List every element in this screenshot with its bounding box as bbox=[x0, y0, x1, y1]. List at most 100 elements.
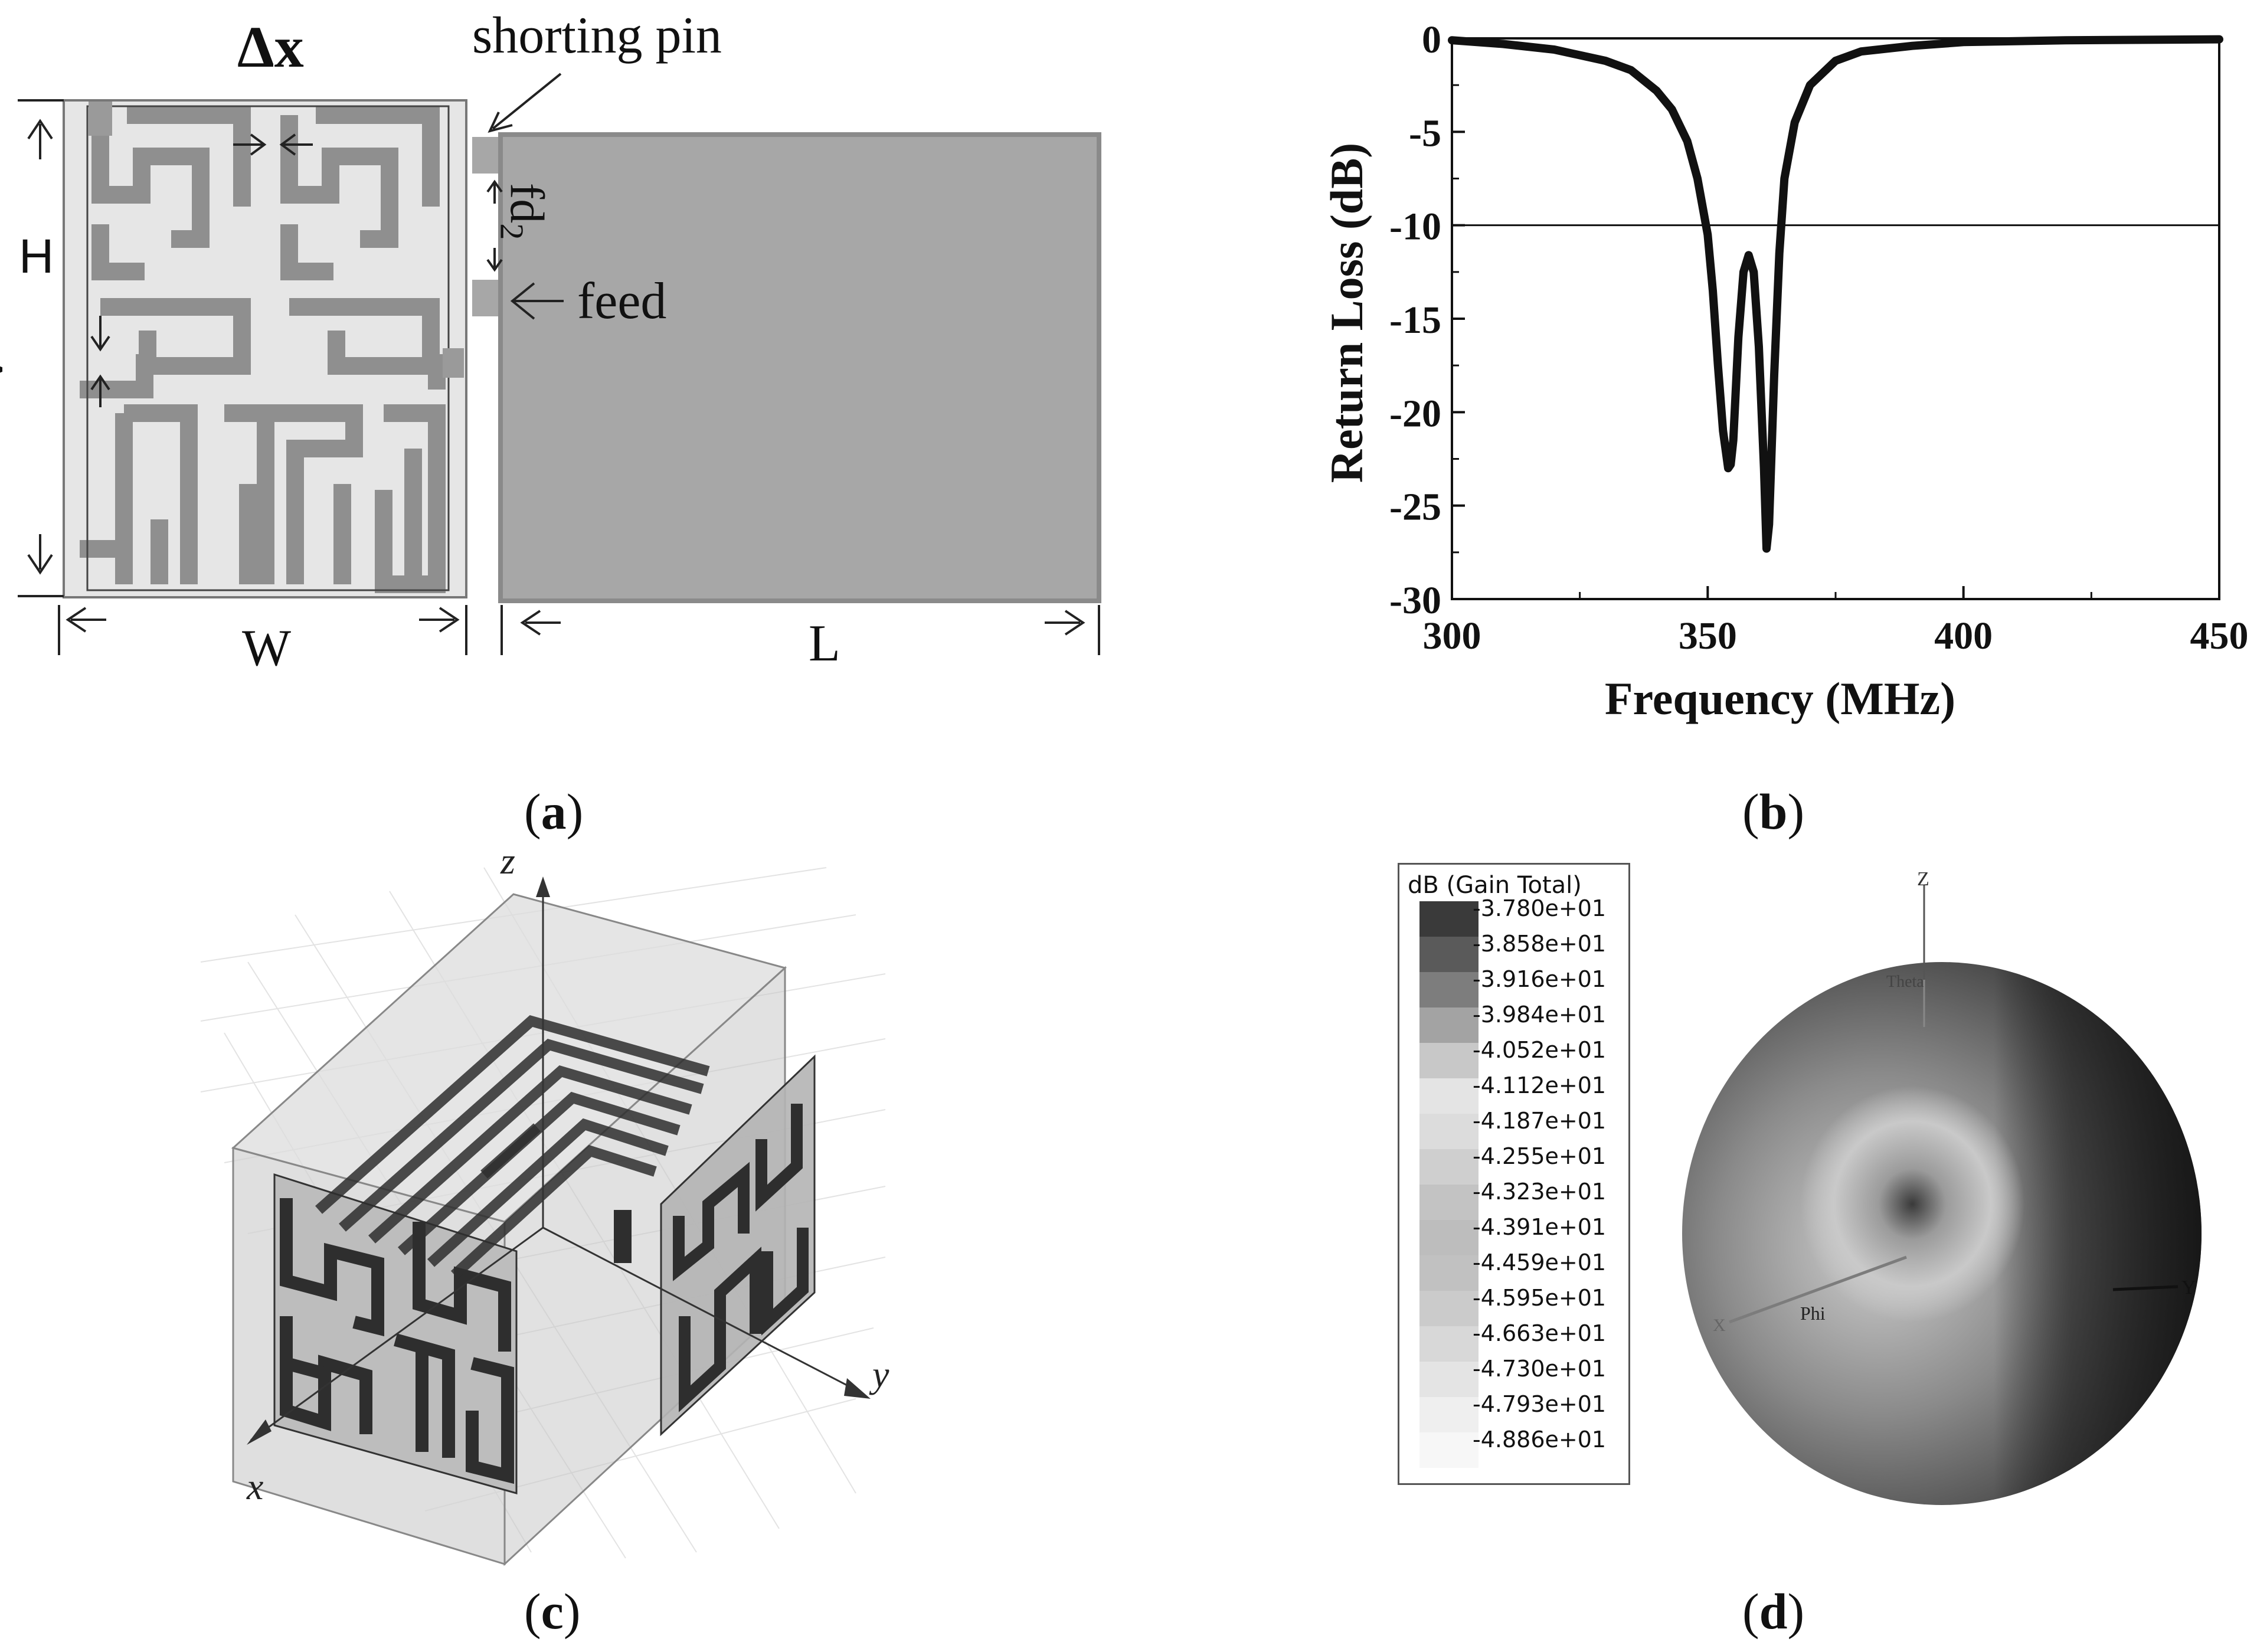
x-axis bbox=[250, 1226, 544, 1441]
panel-c-3d-antenna: z y x bbox=[200, 844, 889, 1566]
y-tick-label: -10 bbox=[1389, 205, 1441, 248]
right-arrow-icon bbox=[233, 133, 267, 156]
radiation-null-dimple bbox=[1800, 1086, 2024, 1322]
meander-lines bbox=[80, 106, 446, 593]
legend-value: -4.595e+01 bbox=[1473, 1285, 1607, 1311]
legend-value: -4.323e+01 bbox=[1473, 1179, 1607, 1205]
gain-legend: dB (Gain Total) -3.780e+01 -3.858e+01 -3.9… bbox=[1398, 863, 1630, 1485]
up-arrow-icon bbox=[90, 374, 110, 407]
feed-label: feed bbox=[577, 273, 667, 330]
left-arrow-icon bbox=[520, 610, 561, 636]
feed-stub bbox=[614, 1210, 632, 1263]
phi-label: Phi bbox=[1800, 1303, 1826, 1324]
y-tick-label: -30 bbox=[1389, 579, 1441, 622]
legend-value: -4.112e+01 bbox=[1473, 1072, 1607, 1098]
legend-value: -4.730e+01 bbox=[1473, 1356, 1607, 1382]
legend-value: -4.886e+01 bbox=[1473, 1427, 1607, 1453]
legend-swatch bbox=[1419, 1149, 1479, 1185]
delta-x-label: Δx bbox=[237, 14, 304, 80]
legend-value: -4.391e+01 bbox=[1473, 1214, 1607, 1240]
z-axis-label: z bbox=[500, 844, 515, 882]
top-meander-lines bbox=[315, 1015, 710, 1279]
legend-swatch bbox=[1419, 1185, 1479, 1220]
legend-value: -4.663e+01 bbox=[1473, 1320, 1607, 1346]
theta-label: Theta bbox=[1886, 973, 1924, 991]
panel-a-antenna-layout bbox=[18, 73, 1101, 655]
legend-value: -3.916e+01 bbox=[1473, 966, 1607, 992]
legend-swatch bbox=[1419, 1291, 1479, 1326]
up-arrow-icon bbox=[27, 119, 53, 159]
down-arrow-icon bbox=[27, 534, 53, 575]
legend-value: -3.984e+01 bbox=[1473, 1002, 1607, 1028]
legend-swatch bbox=[1419, 1114, 1479, 1149]
legend-value: -4.052e+01 bbox=[1473, 1037, 1607, 1063]
legend-swatch bbox=[1419, 1397, 1479, 1432]
legend-value: -4.793e+01 bbox=[1473, 1391, 1607, 1417]
width-label: W bbox=[242, 620, 292, 677]
left-arrow-icon bbox=[510, 282, 564, 320]
y-label: Y bbox=[2181, 1277, 2196, 1298]
legend-swatch bbox=[1419, 1220, 1479, 1255]
shorting-pin-pointer bbox=[488, 73, 562, 133]
return-loss-curve bbox=[1448, 35, 2223, 553]
caption-c: (c) bbox=[524, 1583, 581, 1640]
x-tick-label: 450 bbox=[2190, 614, 2249, 657]
legend-swatch bbox=[1419, 1432, 1479, 1468]
x-axis bbox=[1729, 1255, 1907, 1324]
y-axis-label: y bbox=[869, 1353, 889, 1395]
legend-value: -4.255e+01 bbox=[1473, 1143, 1607, 1169]
corner-block bbox=[443, 348, 464, 378]
x-axis-arrowhead bbox=[247, 1419, 272, 1445]
legend-swatch bbox=[1419, 937, 1479, 972]
x-tick-label: 400 bbox=[1934, 614, 1993, 657]
plot-frame bbox=[1451, 37, 2220, 600]
left-arrow-icon bbox=[66, 607, 106, 633]
caption-b: (b) bbox=[1742, 783, 1805, 840]
chart-xlabel: Frequency (MHz) bbox=[1605, 673, 1955, 724]
ground-plane bbox=[498, 132, 1101, 603]
y-axis-arrowhead bbox=[844, 1378, 871, 1399]
legend-title: dB (Gain Total) bbox=[1408, 872, 1582, 899]
legend-value: -3.858e+01 bbox=[1473, 931, 1607, 957]
caption-d: (d) bbox=[1742, 1583, 1805, 1640]
shorting-pin bbox=[472, 137, 501, 174]
z-axis-arrowhead bbox=[536, 876, 550, 897]
length-label: L bbox=[809, 615, 840, 672]
y-axis bbox=[542, 1226, 862, 1394]
down-arrow-icon bbox=[486, 248, 503, 272]
legend-value: -3.780e+01 bbox=[1473, 895, 1607, 921]
legend-swatch bbox=[1419, 1326, 1479, 1362]
x-label: X bbox=[1713, 1316, 1726, 1335]
right-meander-lines bbox=[673, 1104, 809, 1412]
y-tick-label: -25 bbox=[1389, 486, 1441, 529]
y-tick-label: -15 bbox=[1389, 299, 1441, 342]
legend-swatch bbox=[1419, 1255, 1479, 1291]
caption-a: (a) bbox=[524, 783, 584, 840]
up-arrow-icon bbox=[486, 179, 503, 204]
legend-value: -4.187e+01 bbox=[1473, 1108, 1607, 1134]
y-tick-label: 0 bbox=[1422, 18, 1441, 61]
left-arrow-icon bbox=[279, 133, 313, 156]
legend-swatch bbox=[1419, 972, 1479, 1007]
radiation-pattern: Z Theta Phi X Y bbox=[1682, 868, 2202, 1505]
fd2-label: fd2 bbox=[493, 183, 554, 240]
feed-pin bbox=[472, 280, 501, 316]
right-arrow-icon bbox=[1045, 610, 1085, 636]
legend-swatch bbox=[1419, 1007, 1479, 1043]
z-label: Z bbox=[1917, 868, 1929, 890]
right-meander-face bbox=[660, 1054, 816, 1437]
delta-y-label: Δy bbox=[0, 354, 14, 410]
y-tick-label: -5 bbox=[1409, 112, 1441, 155]
legend-swatch bbox=[1419, 1078, 1479, 1114]
x-axis-label: x bbox=[246, 1465, 263, 1507]
legend-value: -4.459e+01 bbox=[1473, 1249, 1607, 1275]
down-arrow-icon bbox=[90, 316, 110, 352]
corner-block bbox=[89, 102, 112, 136]
legend-swatch bbox=[1419, 901, 1479, 937]
right-arrow-icon bbox=[419, 607, 460, 633]
front-meander-lines bbox=[280, 1198, 514, 1484]
height-label: H bbox=[19, 230, 54, 283]
legend-swatch bbox=[1419, 1362, 1479, 1397]
legend-swatch bbox=[1419, 1043, 1479, 1078]
